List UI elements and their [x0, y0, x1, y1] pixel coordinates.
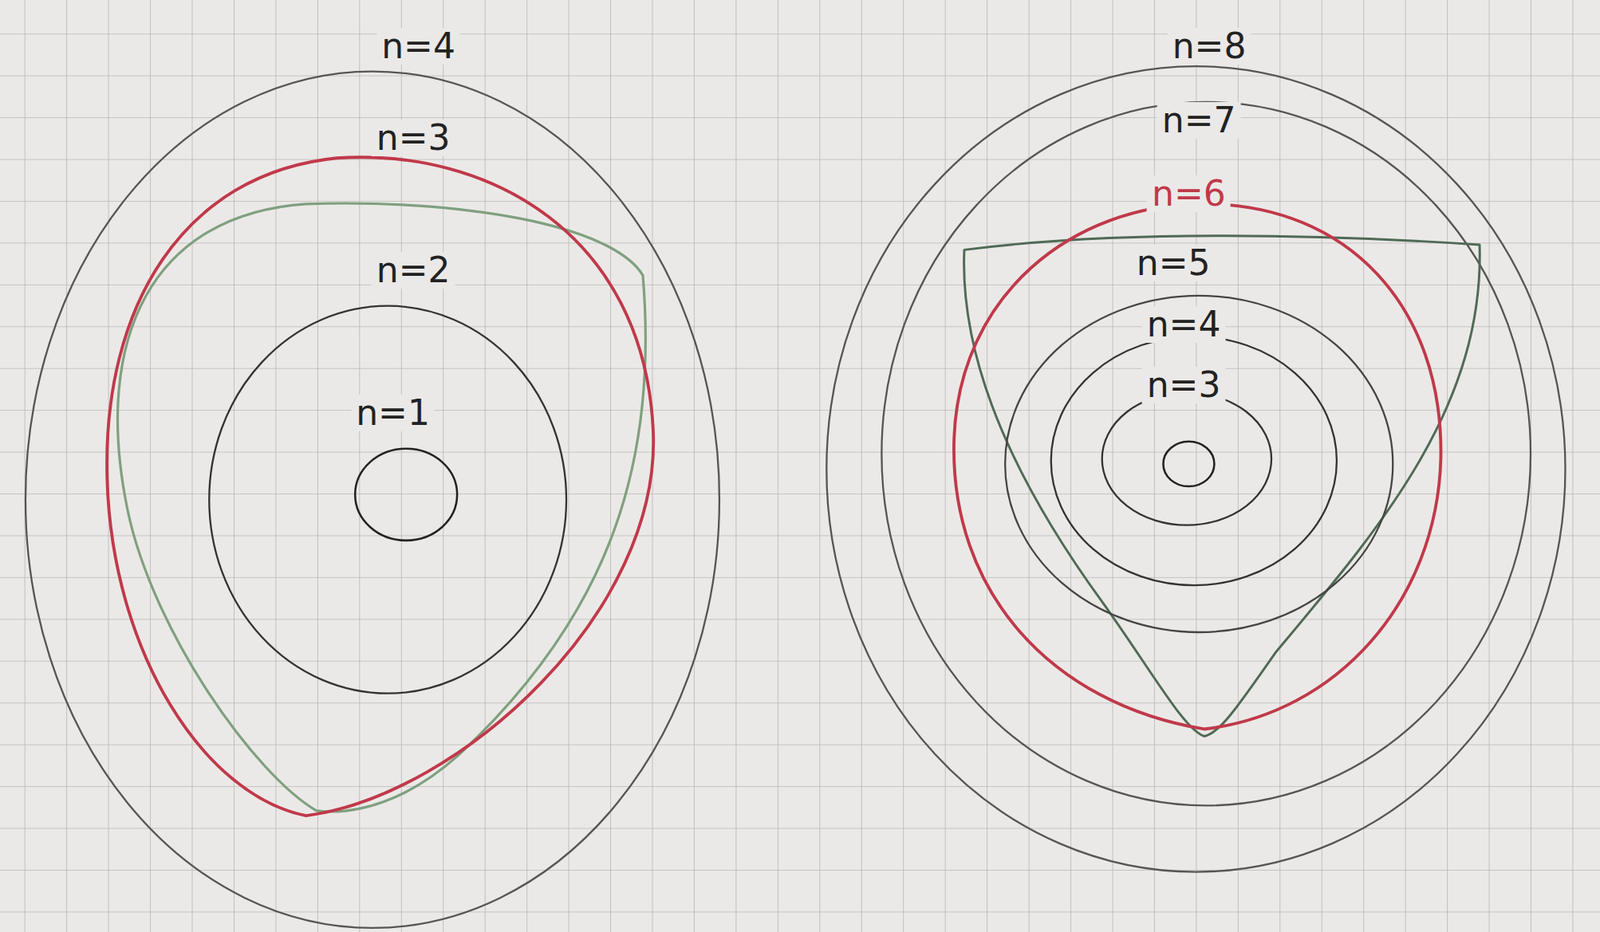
- orbit: [208, 306, 567, 694]
- orbit-label: n=7: [1157, 102, 1242, 139]
- orbit: [1051, 336, 1337, 586]
- orbit-label: n=2: [371, 252, 456, 289]
- orbit-label: n=3: [371, 119, 456, 157]
- orbit: [1102, 392, 1272, 525]
- orbit: [881, 102, 1531, 807]
- orbit: [953, 204, 1442, 730]
- orbit: [964, 236, 1481, 737]
- orbit: [106, 157, 654, 816]
- orbit-label: n=5: [1131, 244, 1216, 282]
- nucleus: [1162, 441, 1214, 487]
- orbit-label: n=1: [350, 394, 435, 432]
- orbit-label: n=6: [1146, 175, 1231, 213]
- orbit-label: n=8: [1167, 27, 1252, 65]
- orbit-label: n=4: [376, 27, 461, 65]
- orbit: [826, 66, 1565, 872]
- orbit-label: n=3: [1142, 366, 1226, 404]
- orbit: [118, 203, 647, 812]
- nucleus: [354, 449, 458, 541]
- orbit: [1004, 295, 1393, 633]
- orbit: [25, 71, 720, 929]
- orbit-label: n=4: [1142, 306, 1226, 343]
